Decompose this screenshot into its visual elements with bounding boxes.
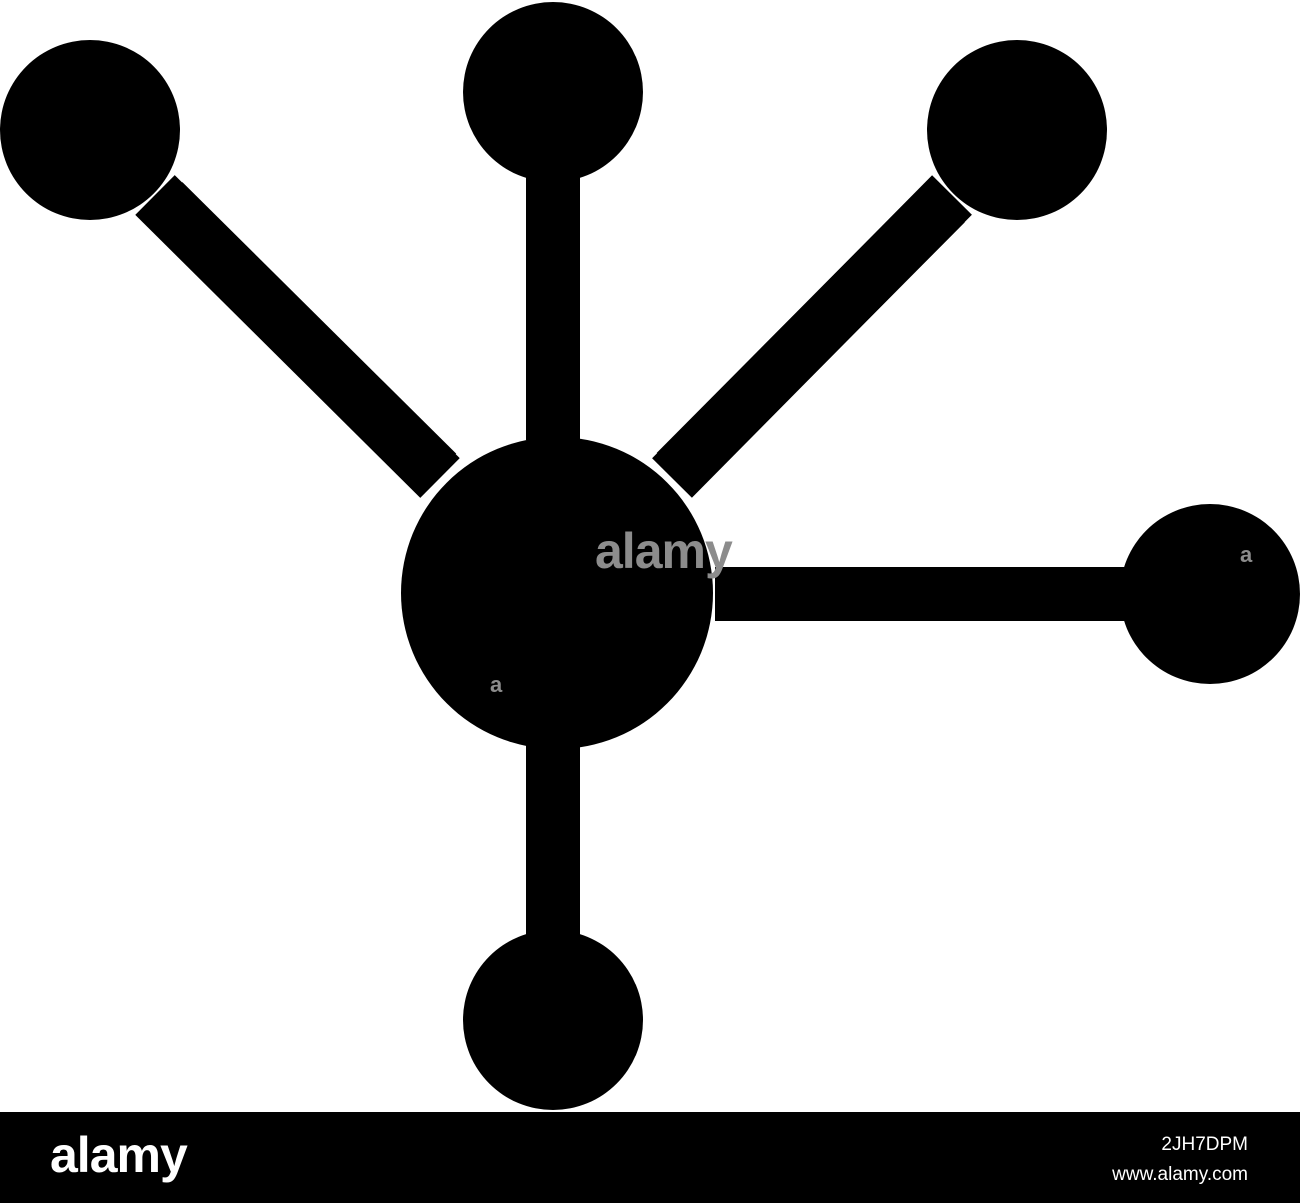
top-node [463,2,643,182]
right-node [1120,504,1300,684]
top-left-node [0,40,180,220]
footer-site-url: www.alamy.com [1112,1164,1248,1185]
bottom-node [463,930,643,1110]
watermark-center: alamy [595,523,733,579]
connector-lines-visible [135,170,1125,940]
watermark-footer: alamy 2JH7DPM www.alamy.com [0,1112,1300,1203]
watermark-mark-right: a [1240,542,1253,567]
watermark-mark-center: a [490,672,503,697]
footer-image-id: 2JH7DPM [1161,1134,1248,1155]
footer-brand-logo: alamy [50,1127,188,1183]
center-node [401,437,713,749]
top-right-node [927,40,1107,220]
network-hub-icon: alamy a a [0,0,1300,1112]
